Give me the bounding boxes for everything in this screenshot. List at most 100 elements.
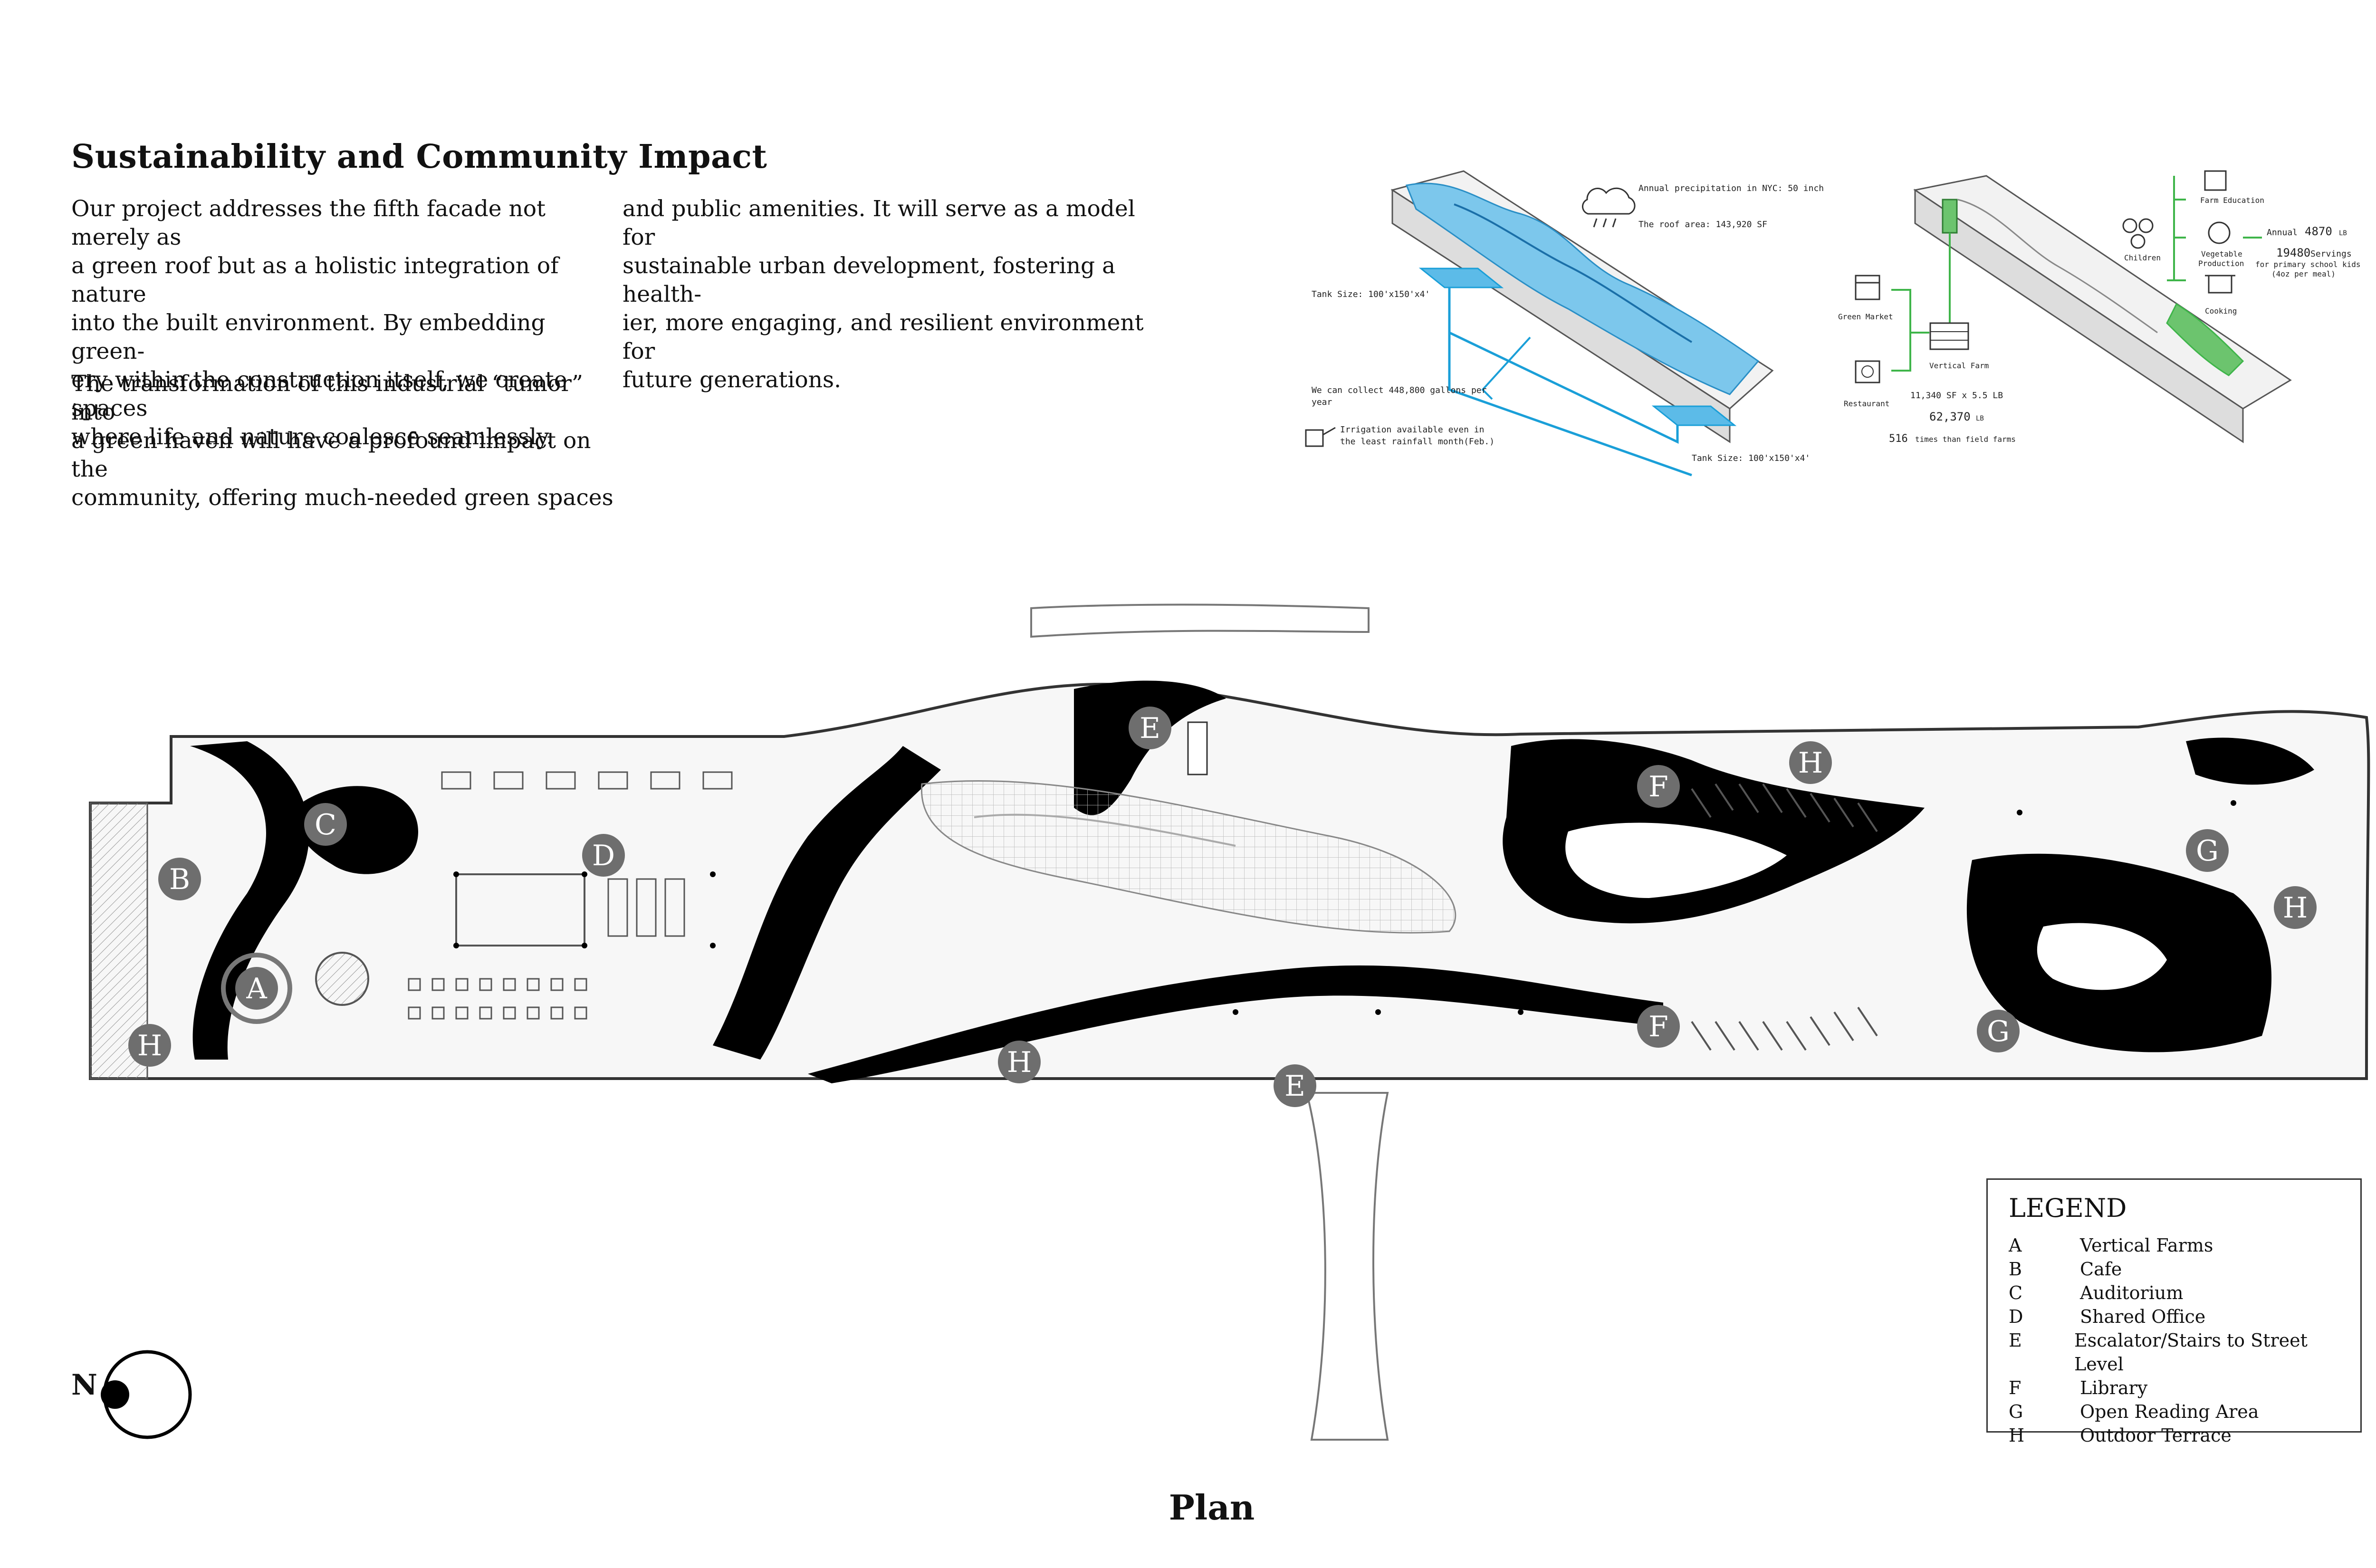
escalator-north: [1187, 721, 1208, 775]
svg-text:A: A: [246, 972, 267, 1005]
floor-plan: [89, 603, 2370, 1441]
children-icon: [2122, 218, 2154, 249]
marker-e-north: E: [1129, 707, 1171, 749]
marker-h-west: H: [128, 1024, 171, 1067]
vertical-farm-core: [315, 952, 369, 1006]
farm-building-side: [1914, 189, 2244, 443]
legend-letter: E: [2009, 1330, 2022, 1351]
collect-label-2: year: [1312, 397, 1332, 407]
plan-caption: Plan: [1169, 1487, 1255, 1528]
irrigation-label-2: the least rainfall month(Feb.): [1340, 437, 1495, 447]
marker-h-south: H: [998, 1041, 1041, 1083]
tank-right: [1651, 405, 1737, 426]
legend-letter: D: [2009, 1306, 2023, 1327]
office-desks: [441, 771, 733, 937]
marker-f-north: F: [1637, 765, 1680, 808]
green-roof-band: [920, 780, 1456, 934]
marker-c: C: [304, 803, 347, 846]
svg-text:E: E: [1284, 1070, 1305, 1103]
legend-label: Escalator/Stairs to Street Level: [2074, 1330, 2308, 1375]
annual-unit: LB: [2339, 229, 2347, 237]
arrow-flow: [1481, 336, 1531, 400]
north-label: N: [71, 1368, 97, 1402]
legend-title: LEGEND: [2009, 1193, 2127, 1223]
legend-letter: F: [2009, 1377, 2022, 1398]
servings-desc-2: (4oz per meal): [2271, 269, 2336, 278]
area-calc-label: 11,340 SF x 5.5 LB: [1910, 391, 2003, 401]
legend-letter: C: [2009, 1282, 2023, 1303]
svg-text:E: E: [1140, 712, 1160, 745]
legend-letter: G: [2009, 1401, 2023, 1422]
farm-education-icon: [2204, 170, 2227, 191]
body-paragraph-2: The transformation of this industrial “t…: [71, 371, 613, 511]
structural-columns: [453, 800, 2236, 1015]
cooking-pot-icon: [2205, 275, 2235, 294]
irrigation-label-1: Irrigation available even in: [1340, 425, 1484, 435]
legend-item: F Library: [2009, 1376, 2339, 1400]
vegetable-label-1: Vegetable: [2201, 249, 2242, 258]
legend-item: D Shared Office: [2009, 1305, 2339, 1329]
legend-item: E Escalator/Stairs to Street Level: [2009, 1329, 2339, 1376]
tank-right-label: Tank Size: 100'x150'x4': [1692, 453, 1810, 463]
legend-letter: H: [2009, 1425, 2025, 1446]
body-paragraph-3: and public amenities. It will serve as a…: [623, 196, 1144, 393]
svg-text:F: F: [1648, 1010, 1668, 1043]
servings-value: 19480: [2276, 246, 2310, 259]
farm-link-edu: [2167, 176, 2175, 281]
legend-letter: B: [2009, 1259, 2022, 1280]
legend-label: Auditorium: [2080, 1282, 2184, 1303]
green-roof-path: [974, 813, 1236, 847]
vertical-farm-tower: [1942, 199, 1958, 234]
vegetable-icon: [2208, 221, 2231, 244]
body-paragraph-1: Our project addresses the fifth facade n…: [71, 196, 567, 450]
precip-label: Annual precipitation in NYC: 50 inch: [1638, 183, 1824, 193]
legend-item: G Open Reading Area: [2009, 1400, 2339, 1424]
farm-roof-contours: [1957, 199, 2158, 334]
vertical-farm-icon: [1929, 322, 1969, 350]
pipe-lower: [1448, 333, 1692, 477]
legend-label: Open Reading Area: [2080, 1401, 2259, 1422]
south-stair: [1305, 1092, 1389, 1441]
planter-south-band: [808, 965, 1663, 1083]
cooking-label: Cooking: [2205, 306, 2237, 316]
north-symbol-icon: [101, 1350, 192, 1439]
total-value: 62,370: [1929, 410, 1971, 423]
green-market-icon: [1855, 275, 1880, 300]
children-label: Children: [2124, 253, 2161, 262]
farm-green-patch: [2166, 303, 2244, 376]
servings-label: Servings: [2310, 249, 2352, 259]
marker-a: A: [235, 967, 278, 1010]
svg-text:H: H: [2283, 891, 2308, 925]
watering-can-icon: [1305, 427, 1336, 447]
vegetable-label-2: Production: [2198, 259, 2244, 268]
marker-b: B: [158, 858, 201, 900]
svg-text:C: C: [315, 808, 336, 841]
office-meeting-room: [455, 873, 585, 947]
planter-west: [190, 741, 309, 1060]
planter-northeast: [2186, 737, 2314, 785]
times-text: times than field farms: [1915, 435, 2016, 444]
times-value: 516: [1889, 433, 1908, 445]
total-unit: LB: [1976, 415, 1984, 422]
tank-left: [1418, 268, 1504, 288]
annual-value: 4870: [2305, 225, 2332, 238]
collect-label-1: We can collect 448,800 gallons per: [1312, 385, 1487, 395]
legend-letter: A: [2009, 1235, 2022, 1256]
legend-label: Cafe: [2080, 1259, 2122, 1280]
svg-text:D: D: [592, 839, 615, 872]
marker-h-north: H: [1789, 741, 1832, 784]
auditorium-seats: [408, 978, 587, 1020]
rain-cloud-icon: [1582, 187, 1636, 228]
legend-label: Shared Office: [2080, 1306, 2206, 1327]
north-bridge: [1030, 603, 1370, 638]
svg-text:G: G: [1987, 1015, 2010, 1048]
water-flow-line: [1454, 203, 1693, 343]
vertical-farm-label: Vertical Farm: [1929, 361, 1989, 370]
legend-label: Library: [2080, 1377, 2148, 1398]
marker-e-south: E: [1274, 1064, 1316, 1107]
annual-label: Annual: [2267, 228, 2298, 238]
farm-building-slab: [1913, 175, 2292, 410]
